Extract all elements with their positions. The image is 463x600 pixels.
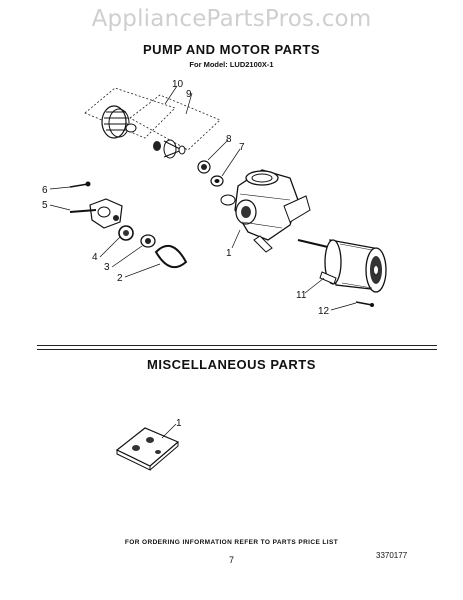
section-divider-thin [37,349,437,350]
motor-drawing [297,239,387,293]
callout-11: 11 [296,290,307,301]
model-line: For Model: LUD2100X-1 [189,60,274,69]
leader-lines [49,85,357,311]
watermark: AppliancePartsPros.com [91,6,372,32]
callout-10: 10 [172,79,184,90]
document-number: 3370177 [376,551,408,560]
pump-housing-drawing [220,169,311,253]
ordering-note: FOR ORDERING INFORMATION REFER TO PARTS … [124,539,339,546]
misc-callout-1: 1 [176,418,182,429]
callout-9: 9 [186,89,192,100]
callout-5: 5 [42,200,48,211]
callout-12: 12 [318,306,330,317]
page-number: 7 [229,555,235,565]
callout-8: 8 [226,134,232,145]
section-title-misc: MISCELLANEOUS PARTS [147,357,316,372]
callout-1: 1 [226,248,232,259]
part-impeller-drawing [101,105,137,139]
part-seal-drawing [153,139,186,159]
misc-part-drawing [115,423,180,471]
part-7-drawing [210,175,224,187]
callout-4: 4 [92,252,98,263]
part-3-drawing [140,234,156,248]
part-gasket-2-drawing [154,244,188,269]
callout-7: 7 [239,142,245,153]
part-8-drawing [197,160,211,174]
callout-2: 2 [117,273,123,284]
section-title-pump-motor: PUMP AND MOTOR PARTS [142,42,321,57]
section-divider [37,345,437,346]
part-screw-6-drawing [69,181,91,188]
part-5-drawing [69,198,123,229]
callout-3: 3 [104,262,110,273]
part-4-drawing [118,225,134,241]
part-screw-12-drawing [355,301,374,307]
callout-6: 6 [42,185,48,196]
